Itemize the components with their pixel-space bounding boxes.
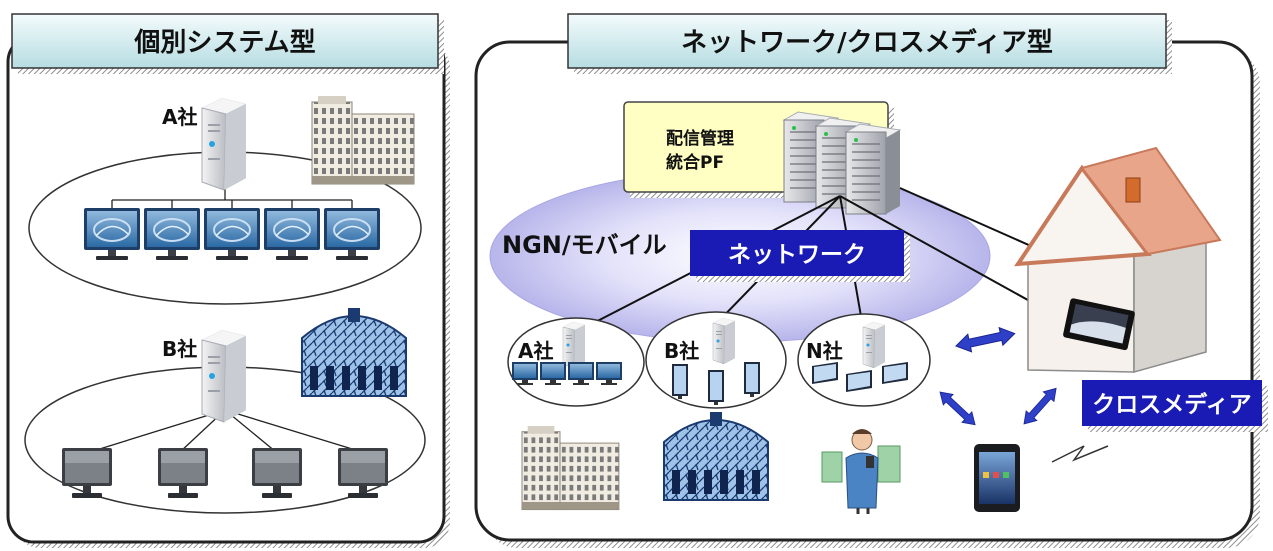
company-a-server-icon — [201, 97, 247, 191]
company-n-node-label: N社 — [806, 339, 843, 363]
portrait-display-icon — [744, 362, 760, 397]
company-a-node: A社 — [507, 317, 645, 407]
company-a-label: A社 — [162, 105, 197, 129]
company-b-label: B社 — [162, 337, 197, 361]
company-b-node-server-icon — [712, 317, 736, 365]
right-panel-title-text: ネットワーク/クロスメディア型 — [681, 27, 1053, 58]
tablet-icon — [974, 444, 1020, 512]
company-n-node: N社 — [797, 313, 931, 407]
portrait-display-icon — [672, 364, 688, 399]
company-b-node-label: B社 — [664, 339, 699, 363]
rack-server-icon — [845, 123, 901, 215]
delivery-platform: 配信管理 統合PF — [623, 101, 901, 215]
photo-frame-icon — [1063, 298, 1135, 351]
company-n-node-server-icon — [862, 321, 886, 369]
left-panel-title-text: 個別システム型 — [133, 28, 315, 58]
network-tag-text: ネットワーク — [728, 242, 866, 268]
portrait-display-icon — [708, 370, 724, 405]
company-a-node-server-icon — [562, 321, 586, 369]
platform-line1: 配信管理 — [666, 128, 734, 149]
left-panel-title: 個別システム型 — [11, 13, 444, 74]
network-cross-media-panel: ネットワーク/クロスメディア型 NGN/モバイル 配信管理 統合PF — [474, 13, 1268, 548]
right-panel-title: ネットワーク/クロスメディア型 — [567, 13, 1172, 74]
ngn-mobile-label: NGN/モバイル — [502, 231, 667, 259]
company-b-server-icon — [201, 329, 247, 423]
individual-system-panel: 個別システム型 A社 B社 — [6, 13, 450, 548]
businessman-with-phone-icon — [821, 429, 901, 514]
wireless-signal-icon — [1051, 445, 1109, 463]
company-b-node: B社 — [645, 311, 787, 409]
cross-media-tag: クロスメディア — [1082, 380, 1268, 432]
house-icon — [1014, 146, 1222, 373]
platform-line2: 統合PF — [666, 152, 724, 173]
network-tag: ネットワーク — [690, 230, 910, 282]
cross-media-tag-text: クロスメディア — [1092, 391, 1251, 418]
company-a-node-label: A社 — [518, 339, 553, 363]
